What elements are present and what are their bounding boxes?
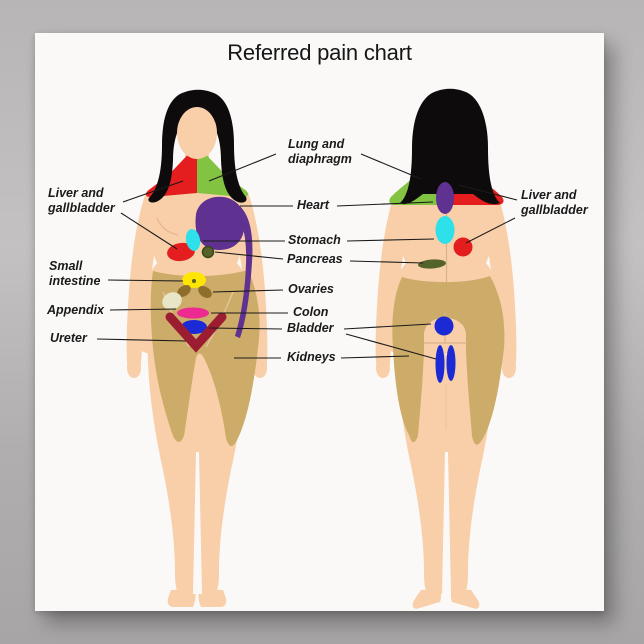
back-pancreas-region: [418, 259, 446, 269]
poster-title: Referred pain chart: [227, 40, 412, 65]
front-right-hand: [253, 358, 267, 378]
front-colon-region: [177, 307, 209, 319]
back-kidneys-region: [392, 276, 505, 445]
front-left-foot: [167, 589, 196, 607]
front-appendix-region: [162, 292, 182, 310]
leader-heart-back: [336, 201, 434, 207]
leader-pancreas-front: [214, 251, 284, 260]
leader-ureter: [96, 338, 187, 342]
back-liver-gallbladder-region: [453, 237, 473, 257]
leader-liver-gallbladder-left-neck: [122, 180, 184, 203]
front-hair: [148, 89, 247, 203]
front-left-hand: [127, 358, 141, 378]
label-bladder: Bladder: [287, 321, 334, 335]
back-hair: [400, 88, 500, 205]
leader-appendix: [109, 308, 177, 311]
back-heart-region: [436, 182, 454, 214]
back-right-hand: [502, 358, 516, 378]
front-right-foot: [198, 589, 227, 607]
front-heart-region: [195, 196, 245, 250]
label-liver-gallbladder-left: Liver and gallbladder: [48, 186, 115, 215]
back-bladder-region: [434, 316, 454, 336]
front-legs-gap: [193, 452, 202, 594]
front-small-intestine-dot: [192, 279, 196, 283]
front-pancreas-region: [201, 245, 215, 259]
back-bladder-strip-right: [446, 345, 456, 381]
leader-liver-gallbladder-left-torso: [120, 212, 178, 250]
label-kidneys: Kidneys: [287, 350, 336, 364]
label-lung-diaphragm: Lung and diaphragm: [288, 137, 352, 166]
front-figure: [126, 89, 268, 607]
leader-liver-gallbladder-right-neck: [458, 184, 518, 201]
leader-bladder-back-circle: [343, 323, 432, 330]
front-left-breast-line: [156, 217, 179, 236]
leader-pancreas-back: [349, 260, 424, 264]
back-stomach-region: [435, 216, 455, 244]
label-pancreas: Pancreas: [287, 252, 343, 266]
front-ureter-region: [165, 312, 227, 353]
back-left-hand: [376, 358, 390, 378]
leader-stomach-back: [346, 238, 435, 242]
label-small-intestine: Small intestine: [49, 259, 101, 288]
back-legs-gap: [442, 452, 451, 594]
back-figure: [375, 88, 517, 609]
leader-lines: [96, 153, 518, 360]
leader-bladder-front: [208, 327, 283, 330]
label-stomach: Stomach: [288, 233, 341, 247]
leader-liver-gallbladder-right-torso: [465, 217, 516, 244]
label-ovaries: Ovaries: [288, 282, 334, 296]
leader-bladder-back-strips: [345, 333, 437, 360]
leader-kidneys-back: [340, 355, 410, 359]
front-ovary-right: [198, 286, 212, 298]
label-ureter: Ureter: [50, 331, 87, 345]
front-face: [177, 107, 217, 159]
leader-lung-diaphragm-back: [360, 153, 422, 180]
front-heart-tail: [230, 203, 253, 338]
back-bladder-strip-left: [435, 345, 445, 383]
label-liver-gallbladder-right: Liver and gallbladder: [521, 188, 588, 217]
label-colon: Colon: [293, 305, 329, 319]
leader-small-intestine: [107, 279, 184, 282]
label-appendix: Appendix: [47, 303, 104, 317]
leader-lung-diaphragm-front: [208, 153, 277, 182]
back-left-foot: [412, 589, 442, 609]
back-right-foot: [450, 589, 480, 609]
leader-ovaries: [212, 289, 284, 293]
label-heart: Heart: [297, 198, 329, 212]
front-ovary-left: [177, 285, 191, 297]
front-stomach-region: [185, 229, 201, 251]
